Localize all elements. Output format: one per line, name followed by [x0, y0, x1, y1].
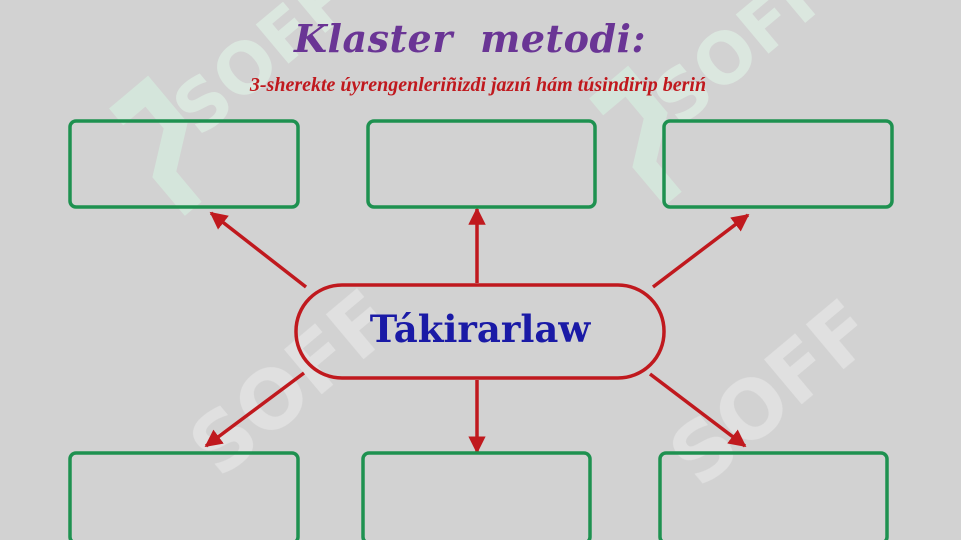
page-title: Klaster metodi: — [293, 16, 646, 61]
arrow-top-left — [209, 211, 308, 289]
box-top-center[interactable] — [366, 119, 597, 209]
arrow-bottom-left — [204, 371, 306, 448]
watermark-logo-icon: SOFF — [652, 282, 892, 504]
box-bottom-center[interactable] — [361, 451, 592, 540]
center-node-label: Tákirarlaw — [369, 307, 591, 351]
arrow-bottom-right — [648, 372, 747, 448]
page-subtitle: 3-sherekte úyrengenleriñizdi jazıń hám t… — [249, 74, 707, 96]
box-bottom-left[interactable] — [68, 451, 300, 540]
box-bottom-right[interactable] — [658, 451, 889, 540]
box-top-left[interactable] — [68, 119, 300, 209]
arrow-top-right — [651, 213, 750, 289]
boxes — [68, 119, 894, 540]
center-node[interactable] — [294, 283, 666, 380]
watermark-text: SOFF — [652, 282, 892, 504]
arrows — [204, 207, 750, 454]
box-top-right[interactable] — [662, 119, 894, 209]
